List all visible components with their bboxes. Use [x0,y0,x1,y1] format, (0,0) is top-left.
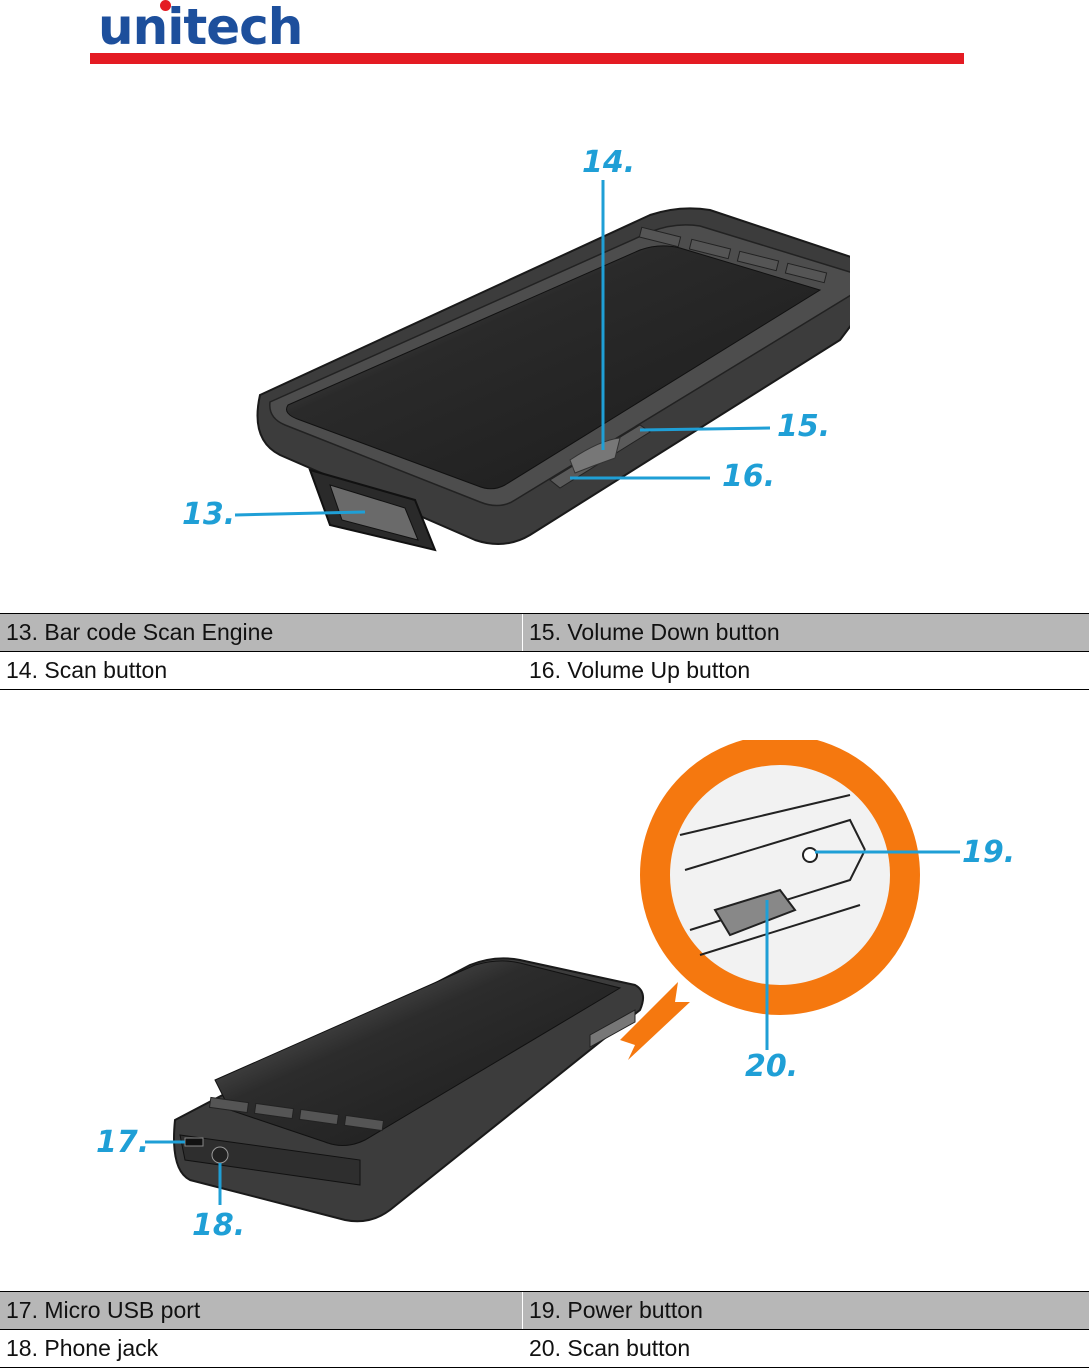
callout-18: 18. [192,1208,245,1243]
callout-16: 16. [722,459,775,494]
legend-table-2: 17. Micro USB port 19. Power button 18. … [0,1291,1089,1368]
callout-14: 14. [582,145,635,180]
callout-19: 19. [962,835,1015,870]
table-cell: 16. Volume Up button [522,651,1089,690]
table-row: 17. Micro USB port 19. Power button [0,1291,1089,1330]
brand-logo-dot [160,0,171,11]
figure2-callouts: 19. 20. 17. 18. [96,835,1015,1243]
callout-15: 15. [777,409,830,444]
table-row: 18. Phone jack 20. Scan button [0,1329,1089,1368]
table-row: 14. Scan button 16. Volume Up button [0,651,1089,690]
brand-logo: unitech [98,0,303,56]
device-bottom-figure: 19. 20. 17. 18. [96,740,1015,1243]
header-red-bar [90,53,964,64]
callout-17: 17. [96,1125,149,1160]
table-row: 13. Bar code Scan Engine 15. Volume Down… [0,613,1089,652]
table-cell: 14. Scan button [0,651,523,690]
legend-table-1: 13. Bar code Scan Engine 15. Volume Down… [0,613,1089,690]
callout-20: 20. [745,1049,798,1084]
table-cell: 20. Scan button [522,1329,1089,1368]
callout-13: 13. [182,497,235,532]
table-cell: 17. Micro USB port [0,1291,523,1330]
table-cell: 13. Bar code Scan Engine [0,613,523,652]
figure1-callouts: 14. 15. 16. 13. [182,145,830,532]
device-front-figure: 14. 15. 16. 13. [182,145,850,552]
table-cell: 18. Phone jack [0,1329,523,1368]
table-cell: 19. Power button [522,1291,1089,1330]
table-cell: 15. Volume Down button [522,613,1089,652]
